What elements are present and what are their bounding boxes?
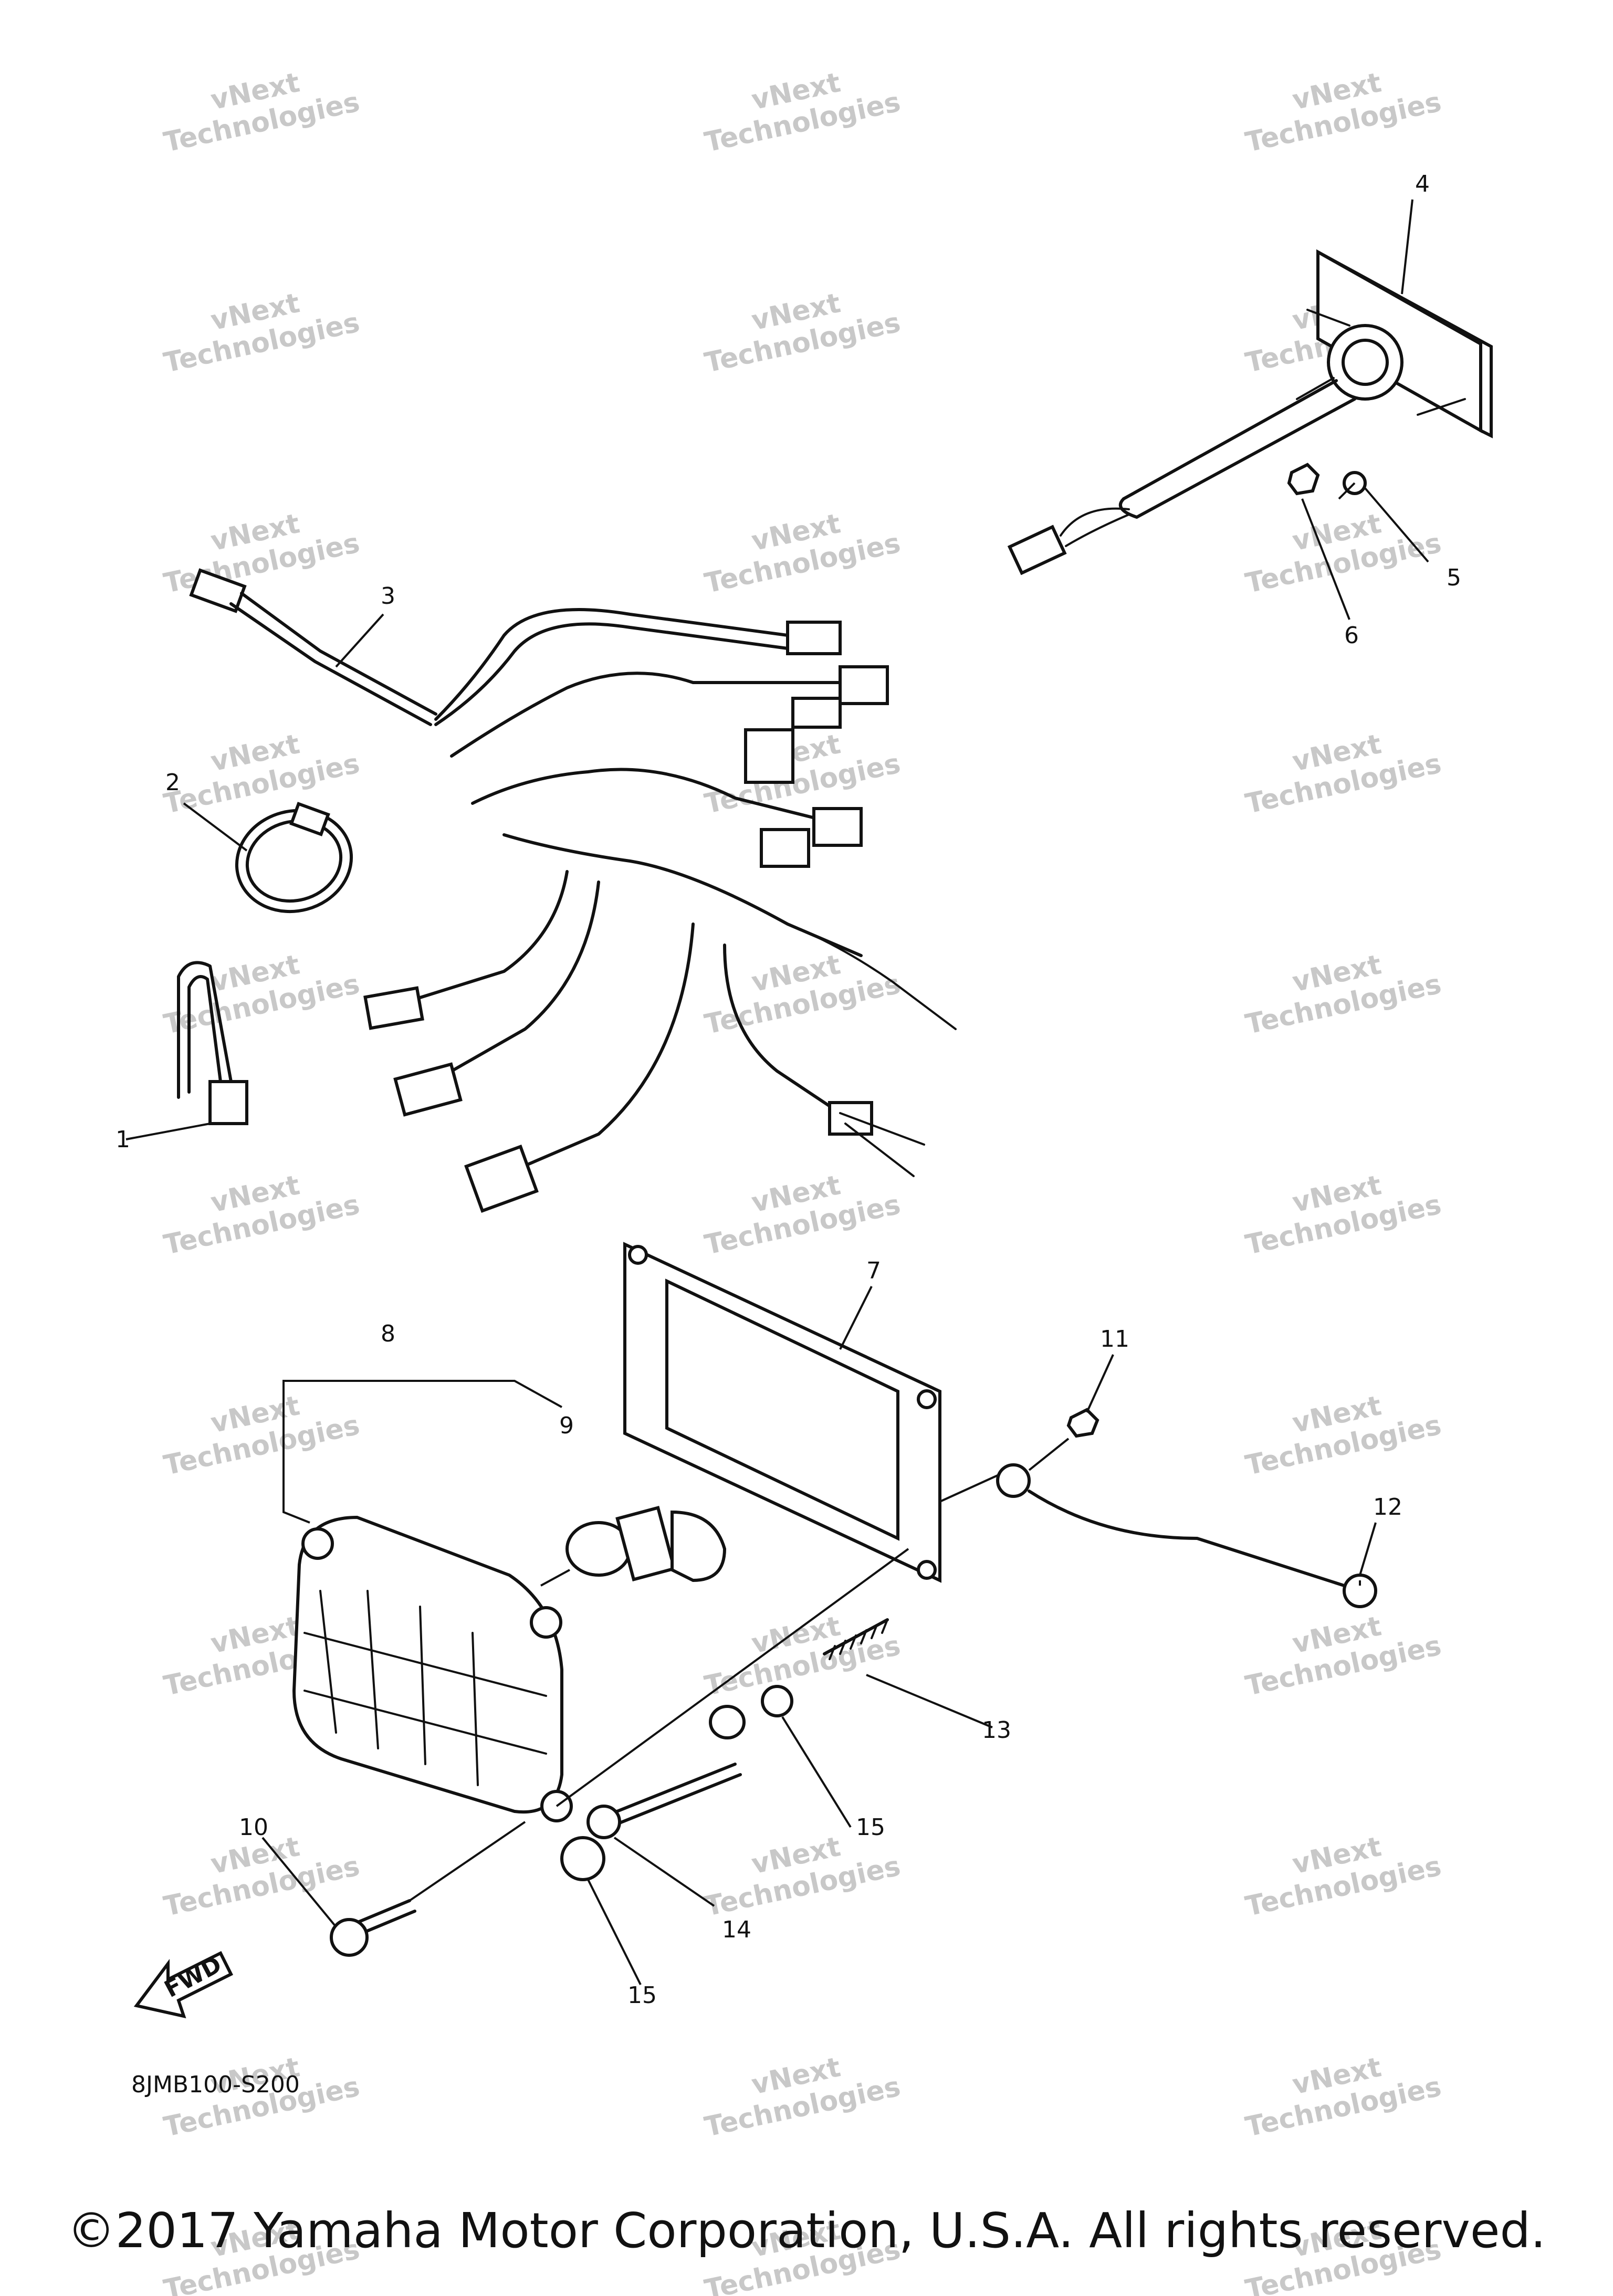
screw-part-10	[330, 1899, 416, 1957]
fwd-arrow-icon: FWD	[133, 1951, 234, 2019]
watermark: vNextTechnologies	[695, 1158, 903, 1261]
watermark: vNextTechnologies	[154, 938, 362, 1041]
bulb-part-9	[565, 1506, 727, 1582]
callout-10: 10	[239, 1814, 268, 1841]
cable-tie-part-1	[177, 961, 248, 1125]
callout-15-upper: 15	[856, 1814, 885, 1841]
callout-9: 9	[559, 1412, 574, 1439]
callout-leaders	[125, 199, 1429, 1985]
watermark: vNextTechnologies	[154, 276, 362, 379]
screw-part-14	[586, 1763, 742, 1839]
callout-15-lower: 15	[627, 1982, 657, 2009]
watermarks: vNextTechnologies vNextTechnologies vNextT…	[154, 56, 1444, 2296]
ground-wire-part-12	[996, 1408, 1377, 1608]
watermark: vNextTechnologies	[154, 1379, 362, 1482]
watermark: vNextTechnologies	[1236, 2040, 1444, 2143]
assembly-leaders	[282, 482, 1361, 1902]
callout-7: 7	[866, 1257, 881, 1284]
watermark: vNextTechnologies	[154, 497, 362, 600]
watermark: vNextTechnologies	[695, 2040, 903, 2143]
callout-5: 5	[1447, 564, 1461, 591]
socket-assembly-part-4	[1007, 249, 1493, 575]
callout-1: 1	[116, 1126, 130, 1153]
callout-8: 8	[381, 1320, 395, 1347]
callout-4: 4	[1415, 171, 1430, 197]
callout-3: 3	[381, 583, 395, 610]
gasket-frame-part-7	[623, 1242, 941, 1583]
callout-11: 11	[1100, 1326, 1129, 1353]
headlight-part-8	[292, 1515, 573, 1822]
callout-12: 12	[1373, 1494, 1402, 1521]
watermark: vNextTechnologies	[695, 276, 903, 379]
copyright-notice: ©2017 Yamaha Motor Corporation, U.S.A. A…	[67, 2203, 1546, 2259]
callout-13: 13	[982, 1717, 1011, 1744]
watermark: vNextTechnologies	[1236, 497, 1444, 600]
watermark: vNextTechnologies	[695, 56, 903, 159]
watermark: vNextTechnologies	[695, 717, 903, 820]
watermark: vNextTechnologies	[1236, 56, 1444, 159]
watermark: vNextTechnologies	[1236, 1820, 1444, 1923]
watermark: vNextTechnologies	[154, 1158, 362, 1261]
callout-2: 2	[165, 769, 180, 796]
watermark: vNextTechnologies	[1236, 938, 1444, 1041]
washer-part-15	[560, 1685, 793, 1881]
watermark: vNextTechnologies	[1236, 1158, 1444, 1261]
watermark: vNextTechnologies	[695, 497, 903, 600]
watermark: vNextTechnologies	[695, 938, 903, 1041]
band-part-2	[235, 802, 353, 914]
wire-harness-part-3	[189, 568, 957, 1213]
spring-part-13	[823, 1618, 889, 1660]
callouts: 1 2 3 4 5 6 7 8 9 10 11 12 13 15 14 15	[116, 171, 1461, 2009]
watermark: vNextTechnologies	[695, 1599, 903, 1702]
watermark: vNextTechnologies	[1236, 1379, 1444, 1482]
watermark: vNextTechnologies	[154, 56, 362, 159]
diagram-code: 8JMB100-S200	[131, 2071, 300, 2098]
fwd-label: FWD	[160, 1951, 226, 2003]
callout-6: 6	[1344, 622, 1359, 649]
watermark: vNextTechnologies	[1236, 1599, 1444, 1702]
watermark: vNextTechnologies	[1236, 717, 1444, 820]
callout-14: 14	[722, 1916, 751, 1943]
